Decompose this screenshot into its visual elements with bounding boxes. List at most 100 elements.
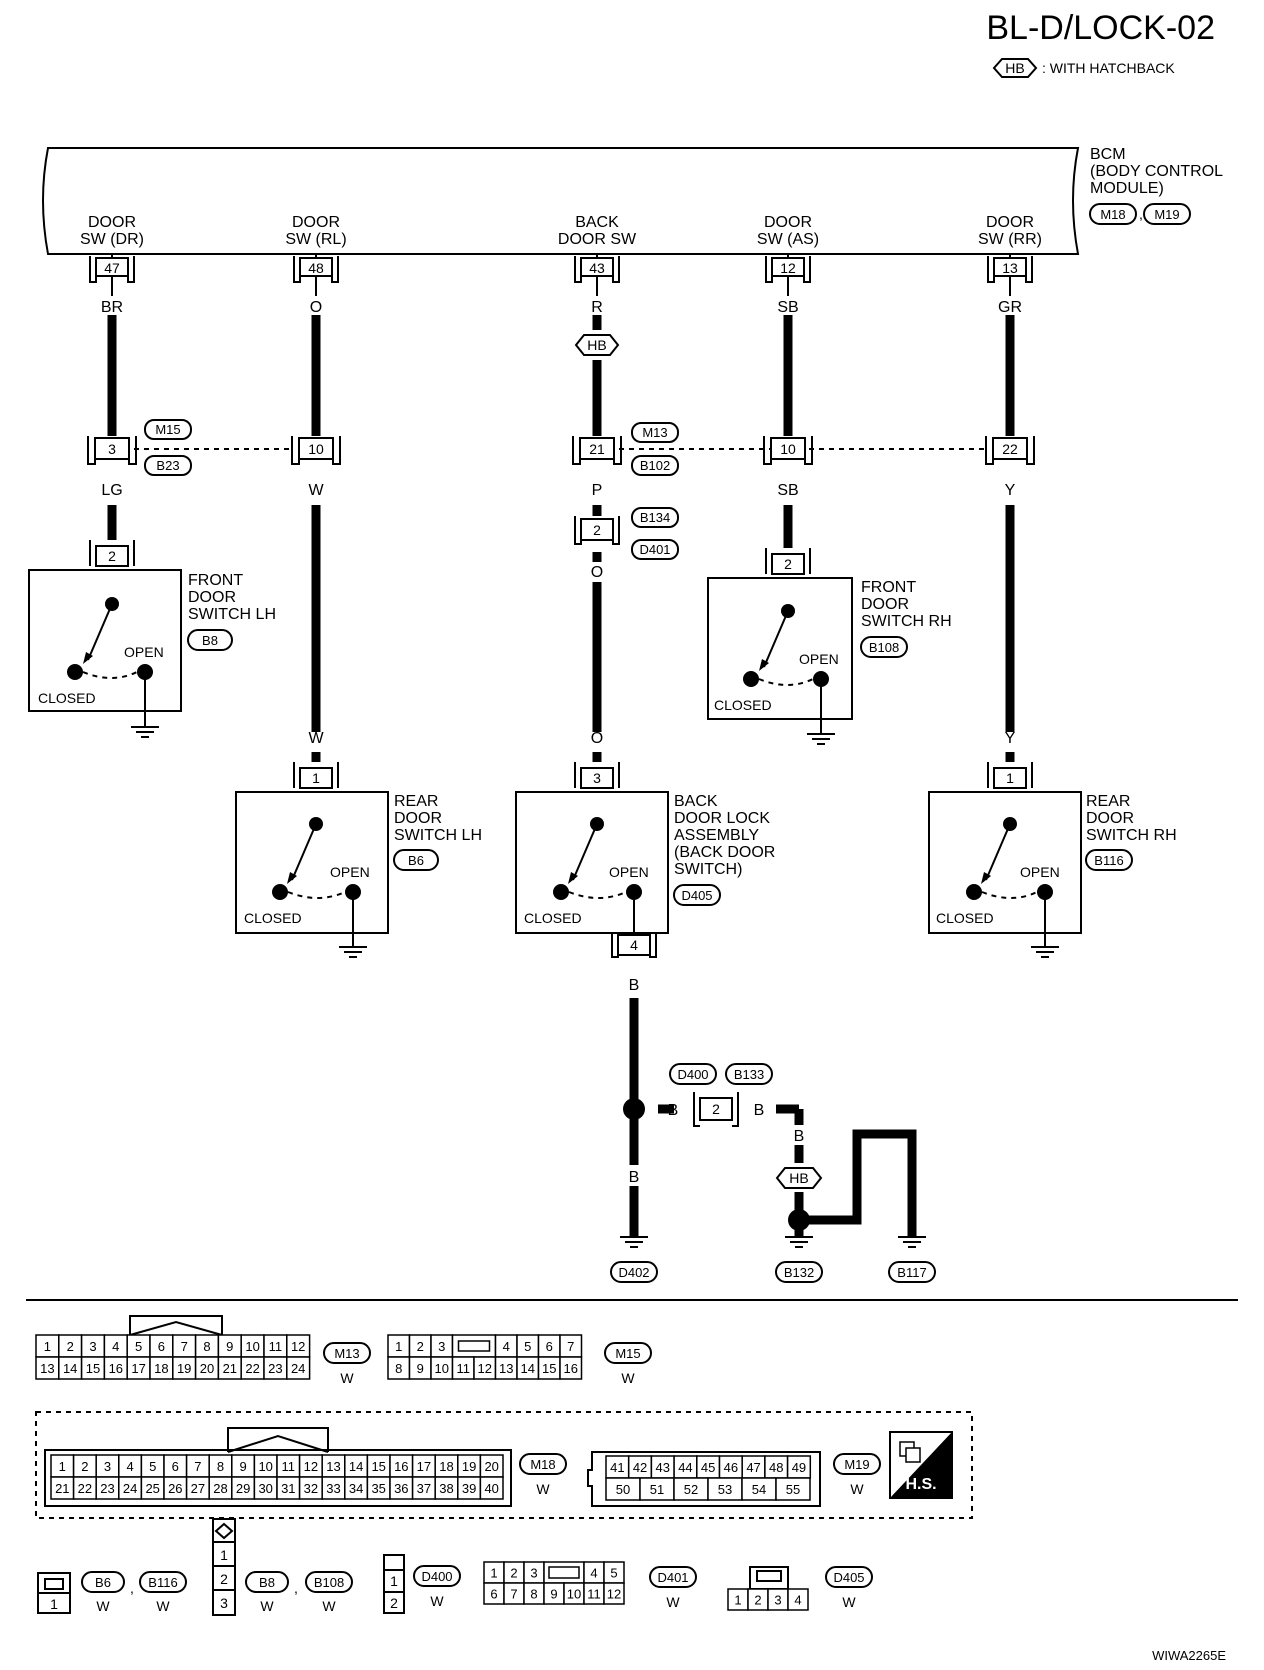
svg-text:DOOR: DOOR <box>88 214 136 231</box>
back-door-lock-assembly: 3 CLOSED OPEN BACK DOOR LOCK ASSEMBLY (B… <box>515 762 775 958</box>
d401-pin-label: 10 <box>567 1587 581 1602</box>
svg-text:W: W <box>96 1598 110 1614</box>
m18-pin-label: 24 <box>123 1481 137 1496</box>
svg-text:1: 1 <box>390 1573 398 1589</box>
svg-text:B108: B108 <box>314 1575 344 1590</box>
m18-pin-label: 12 <box>304 1459 318 1474</box>
svg-text:2: 2 <box>784 556 792 572</box>
m13-pin-label: 19 <box>177 1361 191 1376</box>
bcm-pin-label-dr: DOOR SW (DR) <box>80 214 144 248</box>
svg-text:(BACK DOOR: (BACK DOOR <box>674 844 775 861</box>
svg-text:B117: B117 <box>897 1265 926 1280</box>
m18-pin-label: 34 <box>349 1481 363 1496</box>
svg-text:W: W <box>621 1370 635 1386</box>
m13-pin-label: 17 <box>131 1361 145 1376</box>
bcm-pin-48: 48 <box>293 256 339 283</box>
svg-text:B134: B134 <box>640 510 670 525</box>
m15-pin-label: 15 <box>542 1361 556 1376</box>
m15-pin-label: 6 <box>546 1339 553 1354</box>
splice-point-1 <box>623 1098 645 1120</box>
m13-pin-label: 14 <box>63 1361 77 1376</box>
d405-pin-label: 2 <box>754 1593 761 1608</box>
wire-color-sb2: SB <box>777 482 798 499</box>
svg-text:3: 3 <box>220 1595 228 1611</box>
svg-text:CLOSED: CLOSED <box>244 910 302 926</box>
connector-view-b6-b116: 1 B6 , B116 W W <box>37 1571 187 1614</box>
svg-text:48: 48 <box>308 260 324 276</box>
d401-pin-label: 8 <box>530 1587 537 1602</box>
d401-pin-label: 7 <box>510 1587 517 1602</box>
m18-pin-label: 11 <box>282 1459 296 1474</box>
bcm-pin-43: 43 <box>574 256 620 283</box>
svg-text:: WITH HATCHBACK: : WITH HATCHBACK <box>1042 60 1175 76</box>
svg-text:D405: D405 <box>833 1570 864 1585</box>
svg-text:1: 1 <box>312 770 320 786</box>
svg-text:D400: D400 <box>421 1569 452 1584</box>
m15-pin-label: 9 <box>417 1361 424 1376</box>
wire-color-b-3: B <box>754 1102 765 1119</box>
svg-text:B8: B8 <box>259 1575 275 1590</box>
front-door-switch-rh: 2 CLOSED OPEN FRONT DOOR SWITCH RH B108 <box>707 548 952 733</box>
svg-text:H.S.: H.S. <box>905 1476 936 1493</box>
svg-text:M19: M19 <box>844 1457 869 1472</box>
svg-text:OPEN: OPEN <box>609 864 649 880</box>
svg-text:B116: B116 <box>1094 853 1123 868</box>
d405-pin-label: 1 <box>734 1593 741 1608</box>
svg-text:2: 2 <box>108 548 116 564</box>
wire-color-o: O <box>310 299 322 316</box>
wire-color-w: W <box>308 482 324 499</box>
m13-pin-label: 20 <box>200 1361 214 1376</box>
svg-text:DOOR: DOOR <box>764 214 812 231</box>
d401-pin-label: 9 <box>550 1587 557 1602</box>
svg-text:W: W <box>850 1481 864 1497</box>
svg-text:OPEN: OPEN <box>799 651 839 667</box>
splice-point-2 <box>788 1209 810 1231</box>
svg-text:(BODY CONTROL: (BODY CONTROL <box>1090 163 1223 180</box>
svg-text:,: , <box>294 1580 298 1596</box>
m15-pin-label: 10 <box>435 1361 449 1376</box>
svg-text:B133: B133 <box>734 1067 764 1082</box>
m15-pin-label: 12 <box>478 1361 492 1376</box>
m13-pin-label: 21 <box>223 1361 237 1376</box>
svg-text:BACK: BACK <box>575 214 619 231</box>
ground-front-rh <box>807 733 835 745</box>
svg-text:CLOSED: CLOSED <box>714 697 772 713</box>
svg-text:B116: B116 <box>148 1575 177 1590</box>
m18-pin-label: 10 <box>258 1459 272 1474</box>
rear-door-switch-lh: 1 CLOSED OPEN REAR DOOR SWITCH LH B6 <box>235 762 482 946</box>
m13-pin-label: 2 <box>67 1339 74 1354</box>
inline-connector-b134: 2 B134 D401 <box>574 507 679 560</box>
d401-cell <box>603 1582 625 1605</box>
wire-color-p: P <box>592 482 603 499</box>
svg-text:SWITCH LH: SWITCH LH <box>188 606 276 623</box>
wire-color-lg: LG <box>101 482 122 499</box>
svg-text:W: W <box>430 1593 444 1609</box>
m18-pin-label: 17 <box>417 1459 431 1474</box>
svg-text:B8: B8 <box>202 633 218 648</box>
bcm-pin-label-back: BACK DOOR SW <box>558 214 637 248</box>
m18-pin-label: 18 <box>439 1459 453 1474</box>
m18-pin-label: 5 <box>149 1459 156 1474</box>
svg-text:M13: M13 <box>642 425 667 440</box>
svg-text:M18: M18 <box>1100 207 1125 222</box>
svg-text:CLOSED: CLOSED <box>524 910 582 926</box>
m19-pin-label: 55 <box>786 1482 800 1497</box>
m18-pin-label: 13 <box>326 1459 340 1474</box>
m13-pin-label: 7 <box>181 1339 188 1354</box>
wire-color-gr: GR <box>998 299 1022 316</box>
m18-pin-label: 35 <box>371 1481 385 1496</box>
m19-pin-label: 51 <box>650 1482 664 1497</box>
m19-cell <box>775 1477 811 1501</box>
bcm-pin-label-rr: DOOR SW (RR) <box>978 214 1042 248</box>
svg-text:43: 43 <box>589 260 605 276</box>
junction-connector-b102: B102 <box>631 455 679 476</box>
m18-pin-label: 32 <box>304 1481 318 1496</box>
svg-text:FRONT: FRONT <box>188 572 243 589</box>
svg-text:1: 1 <box>1006 770 1014 786</box>
m19-pin-label: 47 <box>746 1460 760 1475</box>
svg-text:SW (RL): SW (RL) <box>285 231 346 248</box>
junction-pin-22: 22 <box>985 436 1035 465</box>
svg-text:ASSEMBLY: ASSEMBLY <box>674 827 759 844</box>
